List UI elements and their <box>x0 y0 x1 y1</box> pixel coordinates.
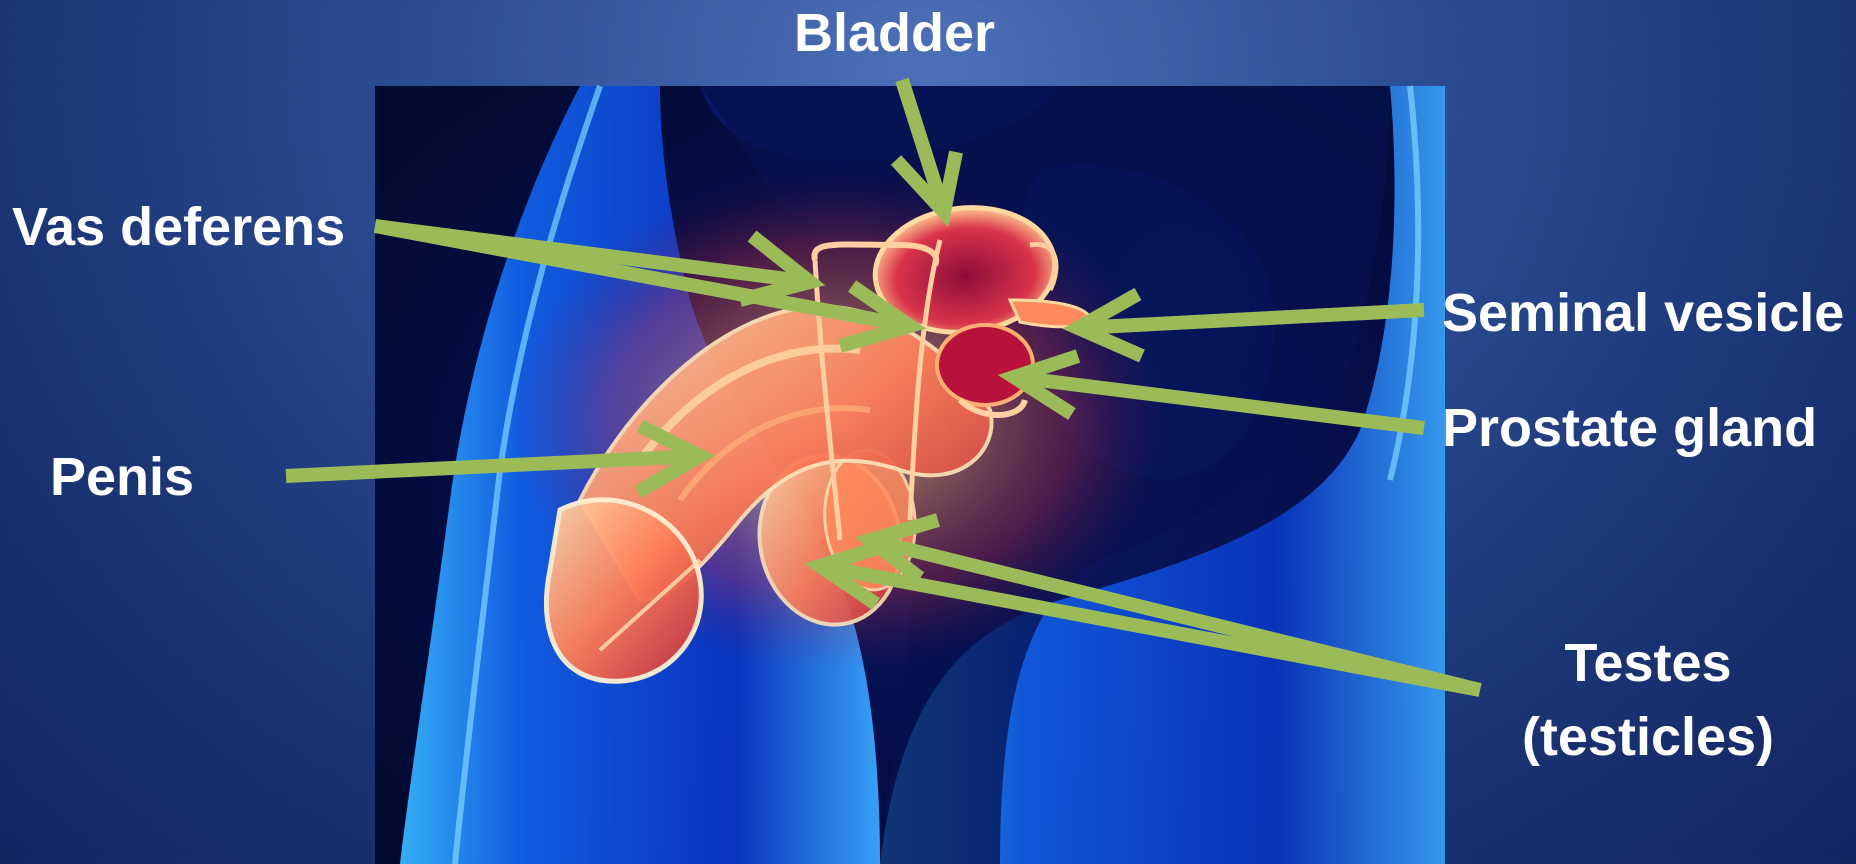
label-testes-line1: Testes <box>1420 626 1856 700</box>
label-prostate-gland: Prostate gland <box>1442 401 1817 455</box>
label-testes: Testes (testicles) <box>1420 626 1856 774</box>
label-bladder: Bladder <box>794 6 995 60</box>
label-testes-line2: (testicles) <box>1420 700 1856 774</box>
label-penis: Penis <box>50 450 194 504</box>
label-seminal-vesicle: Seminal vesicle <box>1442 286 1844 340</box>
label-vas-deferens: Vas deferens <box>12 200 345 254</box>
